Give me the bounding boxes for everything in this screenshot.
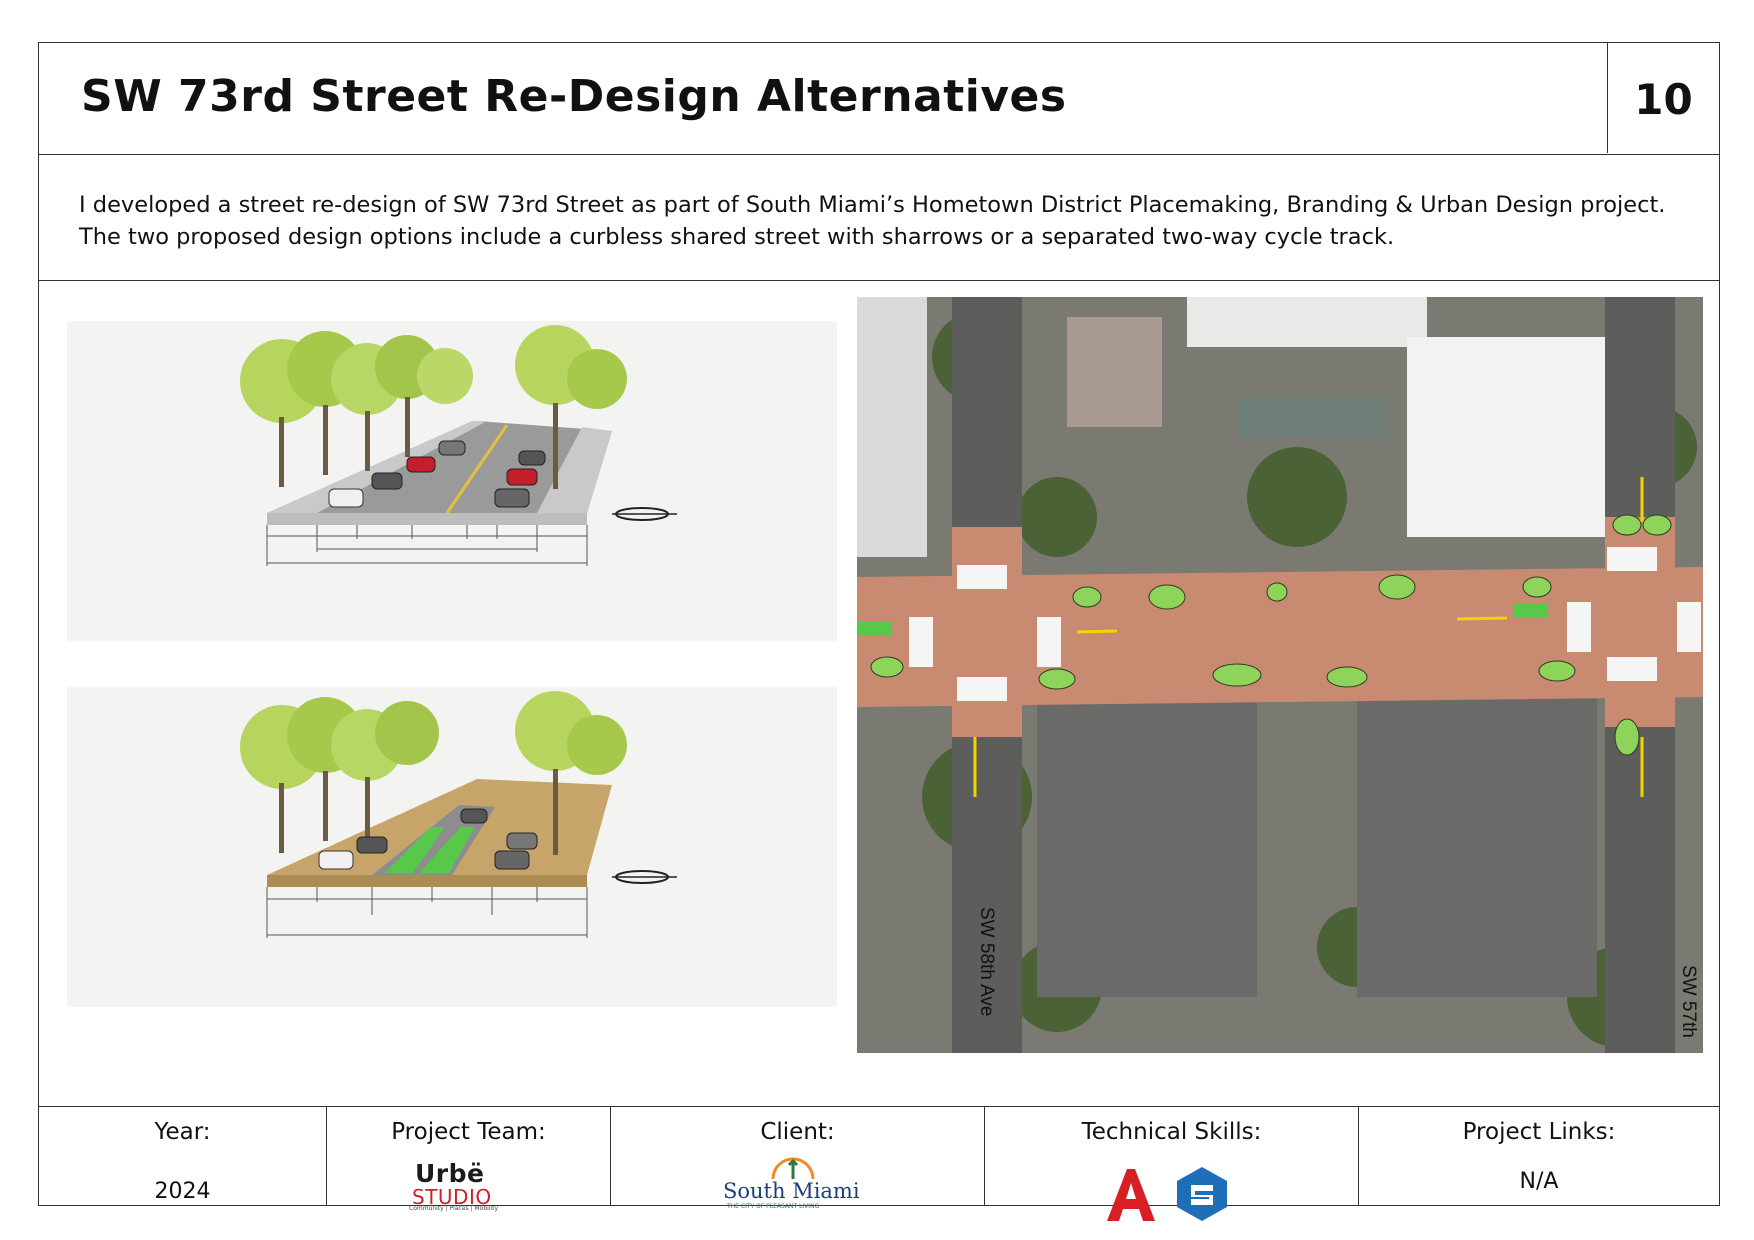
north-arrow bbox=[612, 507, 677, 521]
description-row: I developed a street re-design of SW 73r… bbox=[39, 155, 1719, 281]
footer-cell-year: Year: 2024 bbox=[39, 1107, 327, 1205]
green-planters bbox=[870, 514, 1672, 756]
bike-lane-markings bbox=[857, 603, 1547, 636]
street-label-sw-58th-ave: SW 58th Ave bbox=[976, 907, 997, 1017]
center-line bbox=[445, 424, 509, 514]
street-section-cycle-track bbox=[67, 687, 837, 1007]
sidewalk-right bbox=[537, 427, 612, 513]
aerial-plan-map: SW 58th Ave SW 57th bbox=[857, 297, 1703, 1053]
parked-cars bbox=[328, 440, 546, 508]
project-info-footer: Year: 2024 Project Team: Urbë STUDIO Com… bbox=[39, 1107, 1719, 1221]
footer-cell-links: Project Links: N/A bbox=[1359, 1107, 1719, 1205]
dimension-lines bbox=[266, 525, 588, 566]
page-number-cell: 10 bbox=[1607, 43, 1719, 153]
media-row: SW 58th Ave SW 57th bbox=[39, 281, 1719, 1107]
building-roof-red bbox=[1067, 317, 1162, 427]
plaza-intersection-west bbox=[952, 527, 1022, 737]
street-label-sw-57th: SW 57th bbox=[1678, 965, 1699, 1038]
skills-label: Technical Skills: bbox=[1081, 1119, 1262, 1145]
aerial-plan-drawing: SW 58th Ave SW 57th bbox=[857, 297, 1703, 1053]
slab-edge bbox=[267, 513, 587, 525]
client-label: Client: bbox=[760, 1119, 835, 1145]
sidewalk-left bbox=[267, 421, 487, 513]
links-value: N/A bbox=[1519, 1169, 1559, 1194]
building-nw bbox=[857, 297, 927, 557]
urbe-studio-logo: Urbë STUDIO Community | Places | Mobilit… bbox=[409, 1159, 529, 1212]
cycle-track-rendering bbox=[67, 687, 837, 1007]
links-label: Project Links: bbox=[1462, 1119, 1616, 1145]
urbe-logo-name: Urbë bbox=[415, 1159, 485, 1188]
tree-row-right bbox=[515, 691, 627, 855]
parked-cars bbox=[318, 808, 538, 870]
footer-cell-skills: Technical Skills: bbox=[985, 1107, 1359, 1221]
street-section-shared-street bbox=[67, 321, 837, 641]
bike-lane-right bbox=[419, 827, 475, 873]
urbe-logo-tagline: Community | Places | Mobility bbox=[409, 1205, 499, 1212]
tree-row-left bbox=[240, 331, 473, 487]
tree-row-left bbox=[240, 697, 439, 853]
parking-lot-west bbox=[1037, 697, 1257, 997]
project-description: I developed a street re-design of SW 73r… bbox=[79, 192, 1666, 250]
slab-edge bbox=[267, 875, 587, 887]
footer-cell-client: Client: South Miami THE CITY OF PLEASANT… bbox=[611, 1107, 985, 1210]
building-north bbox=[1187, 297, 1427, 347]
dimension-lines bbox=[266, 887, 588, 938]
bike-lane-left bbox=[385, 827, 445, 873]
south-miami-logo: South Miami THE CITY OF PLEASANT LIVING bbox=[723, 1157, 860, 1211]
parking-lot-east bbox=[1357, 697, 1597, 997]
south-miami-emblem-icon bbox=[771, 1157, 815, 1180]
tree-row-right bbox=[515, 325, 627, 489]
skill-icons bbox=[1105, 1167, 1235, 1227]
sheet-frame: SW 73rd Street Re-Design Alternatives 10… bbox=[38, 42, 1720, 1221]
urbe-logo-sub: STUDIO bbox=[412, 1185, 492, 1209]
yellow-centerlines bbox=[973, 477, 1644, 797]
canopy-row bbox=[1237, 397, 1387, 437]
title-row: SW 73rd Street Re-Design Alternatives 10 bbox=[39, 43, 1719, 155]
footer-cell-team: Project Team: Urbë STUDIO Community | Pl… bbox=[327, 1107, 611, 1212]
shared-street-rendering bbox=[67, 321, 837, 641]
south-miami-logo-name: South Miami bbox=[723, 1179, 860, 1203]
page-title: SW 73rd Street Re-Design Alternatives bbox=[81, 71, 1067, 122]
page-number: 10 bbox=[1634, 75, 1693, 124]
team-label: Project Team: bbox=[391, 1119, 546, 1145]
south-miami-logo-tagline: THE CITY OF PLEASANT LIVING bbox=[727, 1203, 820, 1210]
year-value: 2024 bbox=[154, 1179, 211, 1204]
year-label: Year: bbox=[154, 1119, 211, 1145]
crosswalks bbox=[909, 547, 1701, 701]
north-arrow bbox=[612, 870, 677, 884]
autocad-icon bbox=[1107, 1169, 1155, 1221]
streetmix-icon bbox=[1177, 1167, 1227, 1221]
